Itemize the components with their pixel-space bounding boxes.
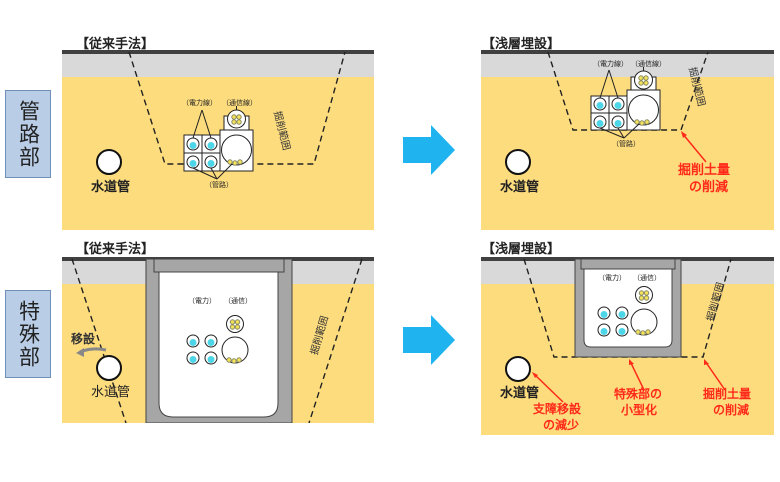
callout-arrow (704, 360, 726, 391)
duct-bank (590, 67, 661, 139)
relocate-arrowhead (76, 348, 84, 357)
panel-title-top-right: 【浅層埋設】 (482, 37, 561, 52)
panel-title-top-left: 【従来手法】 (76, 37, 155, 52)
power-line-label: （電力線） (182, 98, 217, 107)
duct-bank (183, 106, 254, 180)
diagram-duct-conventional: 掘削範囲 （電力線） （通信線） （管路） 水道管 (62, 50, 374, 230)
water-pipe-label: 水道管 (91, 179, 130, 195)
diagram-special-conventional: 掘削範囲 （電力） （通信） 移設 水道管 (62, 257, 374, 423)
excavation-range-line (523, 258, 732, 358)
comm-cables (630, 286, 658, 336)
water-pipe (96, 149, 122, 175)
callout-arrow (533, 373, 564, 403)
excavation-range-line (308, 258, 363, 423)
callout-arrowhead (704, 359, 709, 365)
water-pipe (96, 355, 122, 381)
note-vault-downsizing-1: 特殊部の (614, 386, 662, 401)
diagram-duct-shallow: 掘削範囲 （電力線） （通信線） （管路） 水道管 掘削土量 の削減 (481, 50, 774, 230)
water-pipe (505, 356, 531, 382)
vault-lid (580, 258, 676, 270)
vault-lid (153, 258, 285, 273)
comm-line-label: （通信線） (222, 98, 257, 107)
pavement (481, 52, 774, 77)
panel-title-bottom-right: 【浅層埋設】 (482, 242, 561, 257)
note-excavation-reduction-2: の削減 (689, 179, 728, 195)
relocate-label: 移設 (71, 331, 96, 346)
power-cables (186, 334, 218, 365)
comm-line-label: （通信線） (631, 59, 666, 68)
note-excavation-reduction-2: の削減 (713, 402, 749, 417)
note-excavation-reduction-1: 掘削土量 (678, 162, 730, 178)
diagram-special-shallow: 掘削範囲 （電力） （通信） 水道管 支障移設 の減少 特殊部の 小型化 掘削土… (481, 257, 774, 435)
water-pipe (505, 149, 531, 175)
road-surface (481, 50, 774, 54)
section-label-duct-text: 管路部 (16, 99, 41, 169)
callout-arrow (629, 360, 645, 391)
excavation-range-line (71, 258, 127, 423)
water-pipe-label: 水道管 (500, 179, 539, 195)
vault-interior (158, 271, 279, 418)
power-label: （電力） (188, 296, 216, 305)
duct-label: （管路） (205, 180, 233, 189)
section-label-duct: 管路部 (5, 90, 51, 178)
water-pipe-label: 水道管 (91, 385, 130, 400)
callout-arrowhead (681, 131, 687, 138)
power-label: （電力） (598, 273, 626, 282)
section-label-special-text: 特殊部 (16, 299, 41, 369)
pavement (62, 52, 374, 77)
note-relocation-reduction-1: 支障移設 (532, 401, 582, 416)
note-excavation-reduction-1: 掘削土量 (703, 386, 751, 401)
power-cables (597, 306, 629, 337)
right-arrow-icon (403, 315, 455, 365)
road-surface (62, 50, 374, 54)
section-label-special: 特殊部 (5, 290, 51, 378)
duct-label: （管路） (612, 139, 640, 148)
callout-arrowhead (629, 359, 634, 365)
callout-arrowhead (532, 372, 538, 378)
comm-label: （通信） (224, 296, 252, 305)
panel-title-bottom-left: 【従来手法】 (76, 242, 155, 257)
water-pipe-label: 水道管 (500, 385, 539, 401)
soil (481, 50, 774, 230)
note-vault-downsizing-2: 小型化 (621, 402, 657, 417)
note-relocation-reduction-2: の減少 (543, 417, 579, 432)
comm-label: （通信） (633, 273, 661, 282)
callout-arrow (681, 132, 707, 163)
power-line-label: （電力線） (593, 59, 628, 68)
comm-cables (221, 315, 249, 364)
right-arrow-icon (403, 125, 455, 175)
